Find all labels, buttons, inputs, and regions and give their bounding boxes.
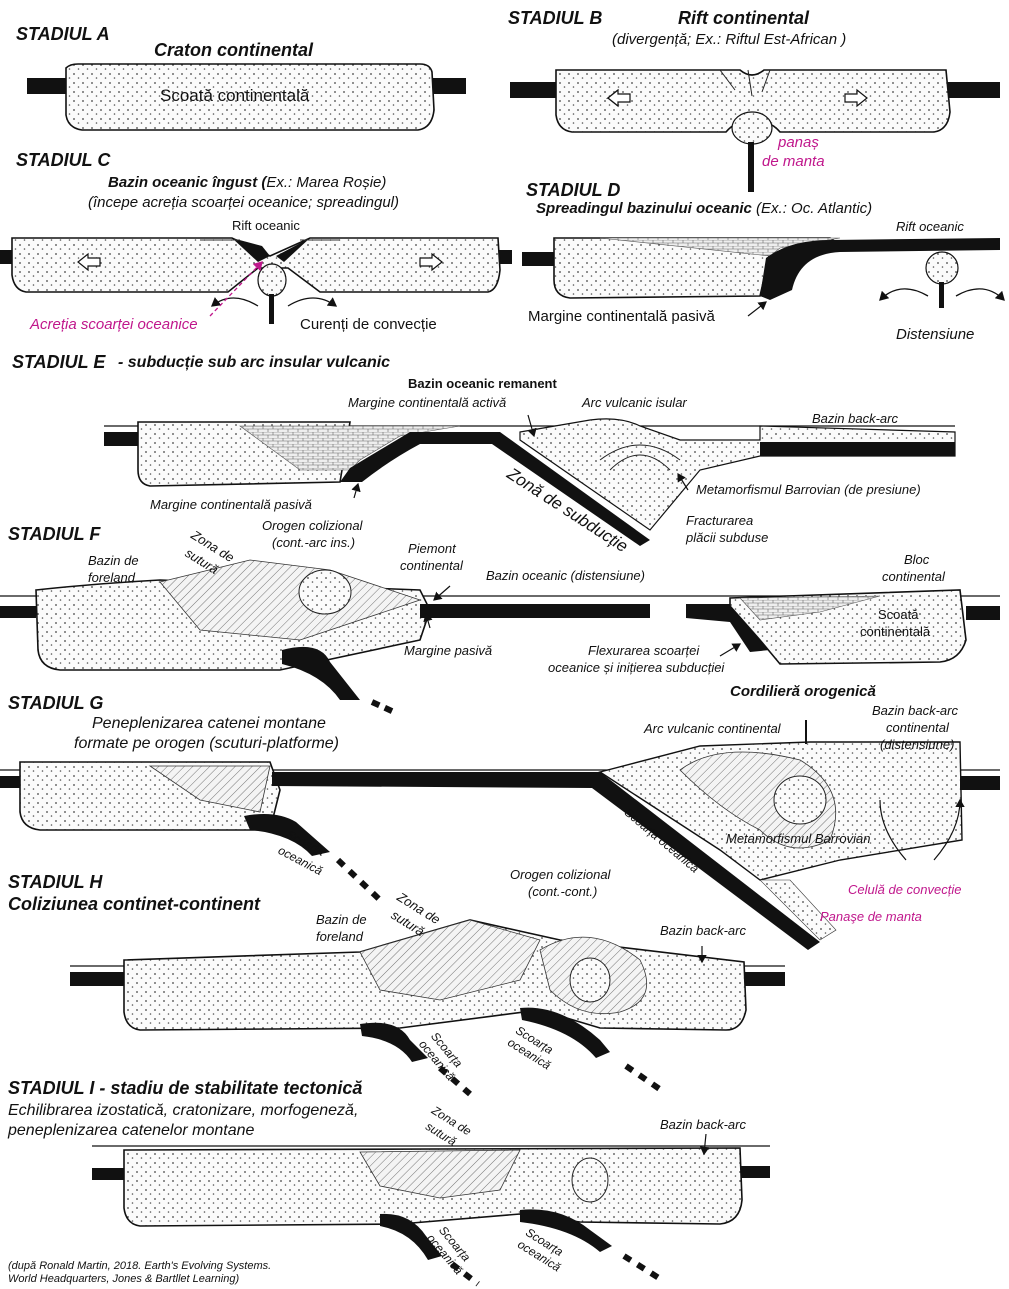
stage-b-subtitle: Rift continental bbox=[678, 8, 809, 29]
stage-f-title: STADIUL F bbox=[8, 524, 100, 545]
stage-e-backarc: Bazin back-arc bbox=[812, 412, 898, 427]
stage-b-plume-1: panaș bbox=[778, 134, 819, 151]
stage-a-subtitle: Craton continental bbox=[154, 40, 313, 61]
stage-f-flex-2: oceanice și inițierea subducției bbox=[548, 661, 724, 676]
stage-g-backarc-3: (distensiune) bbox=[880, 738, 954, 753]
stage-c-subtitle: Bazin oceanic îngust (Ex.: Marea Roșie) bbox=[108, 174, 386, 191]
stage-d-margin: Margine continentală pasivă bbox=[528, 308, 715, 325]
stage-g-title: STADIUL G bbox=[8, 693, 103, 714]
stage-g-backarc-2: continental bbox=[886, 721, 949, 736]
stage-c-line-2: (începe acreția scoarței oceanice; sprea… bbox=[88, 194, 399, 211]
stage-e-fracture-1: Fracturarea bbox=[686, 514, 753, 529]
stage-a-crust-label: Scoată continentală bbox=[160, 86, 309, 106]
credit-line-2: World Headquarters, Jones & Bartllet Lea… bbox=[8, 1273, 239, 1286]
stage-f-orogen-2: (cont.-arc ins.) bbox=[272, 536, 355, 551]
stage-c-accretion: Acreția scoarței oceanice bbox=[30, 316, 198, 333]
stage-e-subtitle: - subducție sub arc insular vulcanic bbox=[118, 354, 390, 372]
stage-f-foreland-2: foreland bbox=[88, 571, 135, 586]
stage-b-plume-2: de manta bbox=[762, 153, 825, 170]
stage-f-passive: Margine pasivă bbox=[404, 644, 492, 659]
stage-e-remnant: Bazin oceanic remanent bbox=[408, 377, 557, 392]
stage-c-subtitle-rest: Ex.: Marea Roșie) bbox=[266, 174, 386, 191]
stage-i-line-2: peneplenizarea catenelor montane bbox=[8, 1122, 254, 1140]
stage-c-title: STADIUL C bbox=[16, 150, 110, 171]
stage-i-backarc: Bazin back-arc bbox=[660, 1118, 746, 1133]
stage-f-block-2: continental bbox=[882, 570, 945, 585]
stage-h-foreland-2: foreland bbox=[316, 930, 363, 945]
stage-g-arc: Arc vulcanic continental bbox=[644, 722, 781, 737]
stage-g-cordillera: Cordilieră orogenică bbox=[730, 683, 876, 700]
stage-e-passive-margin: Margine continentală pasivă bbox=[150, 498, 312, 513]
stage-d-rift: Rift oceanic bbox=[896, 220, 964, 235]
stage-e-title: STADIUL E bbox=[12, 352, 105, 373]
stage-e-fracture-2: plăcii subduse bbox=[686, 531, 768, 546]
stage-c-subtitle-bold: Bazin oceanic îngust ( bbox=[108, 174, 266, 191]
stage-g-line-2: formate pe orogen (scuturi-platforme) bbox=[74, 735, 339, 753]
stage-f-piedmont-1: Piemont bbox=[408, 542, 456, 557]
stage-d-distension: Distensiune bbox=[896, 326, 974, 343]
stage-f-block-1: Bloc bbox=[904, 553, 929, 568]
stage-b-block bbox=[510, 70, 1000, 192]
stage-g-metamorphism: Metamorfismul Barrovian bbox=[726, 832, 871, 847]
stage-f-flex-1: Flexurarea scoarței bbox=[588, 644, 699, 659]
stage-h-backarc: Bazin back-arc bbox=[660, 924, 746, 939]
stage-h-block bbox=[70, 920, 785, 1094]
stage-d-subtitle-bold: Spreadingul bazinului oceanic bbox=[536, 200, 752, 217]
stage-g-plumes: Panaşe de manta bbox=[820, 910, 922, 925]
stage-d-block bbox=[522, 238, 1004, 316]
stage-g-backarc-1: Bazin back-arc bbox=[872, 704, 958, 719]
stage-f-orogen-1: Orogen colizional bbox=[262, 519, 362, 534]
stage-e-arc: Arc vulcanic isular bbox=[582, 396, 687, 411]
stage-c-block bbox=[0, 238, 512, 324]
stage-h-foreland-1: Bazin de bbox=[316, 913, 367, 928]
stage-f-piedmont-2: continental bbox=[400, 559, 463, 574]
stage-e-metamorphism: Metamorfismul Barrovian (de presiune) bbox=[696, 483, 921, 498]
stage-e-active-margin: Margine continentală activă bbox=[348, 396, 506, 411]
stage-f-ocean-basin: Bazin oceanic (distensiune) bbox=[486, 569, 645, 584]
stage-b-title: STADIUL B bbox=[508, 8, 602, 29]
stage-h-orogen-2: (cont.-cont.) bbox=[528, 885, 597, 900]
stage-g-convection: Celulă de convecție bbox=[848, 883, 961, 898]
stage-d-subtitle: Spreadingul bazinului oceanic (Ex.: Oc. … bbox=[536, 200, 872, 217]
stage-b-example: (divergență; Ex.: Riftul Est-African ) bbox=[612, 31, 846, 48]
stage-f-crust-1: Scoată bbox=[878, 608, 918, 623]
stage-h-orogen-1: Orogen colizional bbox=[510, 868, 610, 883]
stage-g-line-1: Peneplenizarea catenei montane bbox=[92, 715, 326, 733]
stage-d-title: STADIUL D bbox=[526, 180, 620, 201]
stage-h-title: STADIUL H bbox=[8, 872, 102, 893]
stage-c-rift: Rift oceanic bbox=[232, 219, 300, 234]
stage-i-line-1: Echilibrarea izostatică, cratonizare, mo… bbox=[8, 1102, 358, 1120]
stage-d-subtitle-rest: (Ex.: Oc. Atlantic) bbox=[752, 200, 872, 217]
stage-c-currents: Curenți de convecție bbox=[300, 316, 437, 333]
stage-i-title: STADIUL I - stadiu de stabilitate tecton… bbox=[8, 1078, 362, 1099]
stage-h-subtitle: Coliziunea continet-continent bbox=[8, 894, 260, 915]
stage-a-title: STADIUL A bbox=[16, 24, 110, 45]
credit-line-1: (după Ronald Martin, 2018. Earth's Evolv… bbox=[8, 1260, 271, 1273]
stage-f-foreland-1: Bazin de bbox=[88, 554, 139, 569]
stage-f-crust-2: continentală bbox=[860, 625, 930, 640]
